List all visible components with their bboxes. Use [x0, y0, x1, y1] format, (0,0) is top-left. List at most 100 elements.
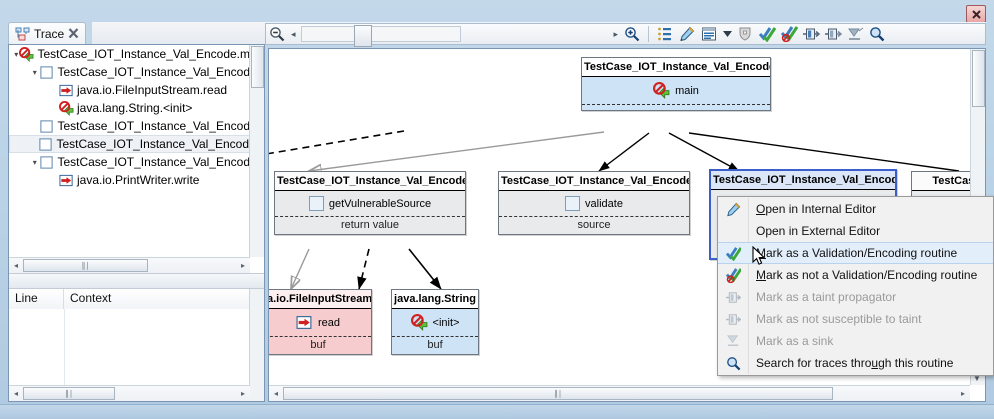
canvas-hscroll-thumb[interactable]: ∥∣: [283, 387, 833, 400]
tab-trace[interactable]: Trace: [8, 22, 87, 44]
tree-item-label: java.io.FileInputStream.read: [77, 83, 228, 97]
details-hscroll-right-arrow[interactable]: ▸: [240, 389, 245, 398]
filter-button[interactable]: [734, 24, 756, 44]
zoom-in-button[interactable]: [621, 24, 643, 44]
context-menu-item[interactable]: Mark as not a Validation/Encoding routin…: [718, 264, 993, 286]
not-susceptible-taint-button[interactable]: [822, 24, 844, 44]
tree-twisty[interactable]: ▾: [32, 157, 37, 167]
pencil-edit-button[interactable]: [676, 24, 698, 44]
canvas-vscroll-down-arrow[interactable]: ▼: [973, 374, 981, 383]
zoom-slider-left-arrow[interactable]: ◂: [291, 28, 296, 39]
context-menu-item-label: Open in External Editor: [756, 224, 881, 238]
checkbox-icon: [40, 65, 54, 79]
mark-validation-button[interactable]: [756, 24, 778, 44]
search-traces-button[interactable]: [866, 24, 888, 44]
arrow-in-box-icon: [296, 316, 312, 329]
context-menu-item: Mark as a sink: [718, 330, 993, 352]
tree-item[interactable]: java.lang.String.<init>: [9, 99, 250, 117]
zoom-slider-right-arrow[interactable]: ▸: [613, 28, 619, 39]
graph-node-member[interactable]: <init>: [392, 309, 478, 337]
mark-validation-icon: [725, 246, 741, 261]
zoom-slider[interactable]: ◂ ▸: [288, 25, 621, 47]
context-menu-item[interactable]: Search for traces through this routine: [718, 352, 993, 374]
checkbox-icon[interactable]: [565, 196, 581, 211]
graph-node-header: a.io.FileInputStream: [269, 290, 371, 309]
panel-splitter[interactable]: [9, 273, 264, 289]
tree-vertical-scrollbar[interactable]: [249, 45, 264, 257]
zoom-slider-track[interactable]: [300, 25, 461, 47]
tab-close-icon[interactable]: [68, 28, 79, 39]
trace-tree-container: ▾TestCase_IOT_Instance_Val_Encode.m▾Test…: [9, 45, 264, 257]
details-horizontal-scrollbar[interactable]: ◂ ∥∣ ▸: [9, 385, 250, 401]
notes-dropdown-button[interactable]: [720, 24, 734, 44]
graph-node-header: TestCase_IOT_Instance_Val_Encode: [499, 172, 689, 191]
taint-propagator-icon: [802, 28, 820, 40]
details-table-body[interactable]: [9, 309, 250, 385]
canvas-hscroll-right-arrow[interactable]: ▸: [960, 389, 965, 398]
tree-hscroll-right-arrow[interactable]: ▸: [240, 261, 245, 270]
context-menu-item[interactable]: Open in External Editor: [718, 220, 993, 242]
checkbox-icon[interactable]: [308, 196, 324, 211]
graph-node-header: TestCase_IOT_Instance_Val_Encode: [275, 172, 465, 191]
graph-node-header: TestCase_I: [912, 172, 970, 191]
graph-node-member[interactable]: main: [582, 77, 770, 105]
tree-item[interactable]: TestCase_IOT_Instance_Val_Encod: [9, 117, 250, 135]
zoom-out-button[interactable]: [266, 24, 288, 44]
arrow-in-box-icon: [59, 84, 73, 96]
context-menu-item[interactable]: Mark as a Validation/Encoding routine: [718, 242, 993, 264]
details-vertical-scrollbar[interactable]: [249, 289, 264, 401]
context-menu-item-label: Mark as not susceptible to taint: [756, 312, 922, 326]
mark-validation-icon: [758, 27, 776, 42]
details-hscroll-thumb[interactable]: ∥∣: [23, 387, 115, 400]
checkbox-icon: [40, 119, 54, 133]
canvas-vscroll-thumb[interactable]: [972, 50, 985, 107]
context-menu-item[interactable]: Open in Internal Editor: [718, 198, 993, 220]
window-close-button[interactable]: [966, 5, 986, 23]
tree-item-label: TestCase_IOT_Instance_Val_Encode.m: [37, 47, 250, 61]
context-menu-item-label: Mark as a Validation/Encoding routine: [756, 246, 958, 260]
tree-item[interactable]: ▾TestCase_IOT_Instance_Val_Encod: [9, 63, 250, 81]
unmark-validation-button[interactable]: [778, 24, 800, 44]
tree-twisty[interactable]: ▾: [32, 67, 37, 77]
tree-item[interactable]: ▾ TestCase_IOT_Instance_Val_Encode.m: [9, 45, 250, 63]
tree-horizontal-scrollbar[interactable]: ◂ ∥∣ ▸: [9, 257, 250, 273]
graph-node-member[interactable]: getVulnerableSource: [275, 191, 465, 217]
graph-node-member-label: main: [675, 84, 699, 97]
forbidden-green-icon: [19, 46, 34, 62]
context-menu-item-label: Mark as a sink: [756, 334, 834, 348]
tree-hscroll-thumb[interactable]: ∥∣: [23, 259, 148, 272]
details-column-header[interactable]: Context: [70, 291, 112, 305]
taint-propagator-button[interactable]: [800, 24, 822, 44]
notes-button[interactable]: [698, 24, 720, 44]
zoom-slider-thumb[interactable]: [353, 25, 372, 47]
canvas-hscroll-left-arrow[interactable]: ◂: [273, 389, 278, 398]
graph-node-member[interactable]: validate: [499, 191, 689, 217]
details-hscroll-left-arrow[interactable]: ◂: [13, 389, 18, 398]
graph-node-member[interactable]: read: [269, 309, 371, 337]
tree-item[interactable]: java.io.PrintWriter.write: [9, 171, 250, 189]
tree-item[interactable]: TestCase_IOT_Instance_Val_Encod: [9, 135, 250, 153]
context-menu-item-icon: [718, 334, 748, 349]
canvas-horizontal-scrollbar[interactable]: ◂ ∥∣ ▸: [269, 385, 970, 401]
tree-hscroll-left-arrow[interactable]: ◂: [13, 261, 18, 270]
graph-node-footer: buf: [310, 339, 326, 351]
mark-sink-icon: [726, 334, 738, 346]
tree-item[interactable]: java.io.FileInputStream.read: [9, 81, 250, 99]
trace-tree[interactable]: ▾TestCase_IOT_Instance_Val_Encode.m▾Test…: [9, 45, 250, 257]
details-column-header[interactable]: Line: [9, 289, 64, 309]
tree-twisty[interactable]: ▾: [14, 49, 19, 59]
list-properties-button[interactable]: [654, 24, 676, 44]
toolbar-separator: [648, 26, 650, 42]
tree-vscroll-thumb[interactable]: [251, 46, 264, 88]
graph-node-str[interactable]: java.lang.String<init>buf: [391, 289, 479, 355]
mark-sink-button[interactable]: [844, 24, 866, 44]
context-menu-item-label: Search for traces through this routine: [756, 356, 954, 370]
details-table-column-divider: [64, 309, 65, 385]
tree-item[interactable]: ▾TestCase_IOT_Instance_Val_Encod: [9, 153, 250, 171]
